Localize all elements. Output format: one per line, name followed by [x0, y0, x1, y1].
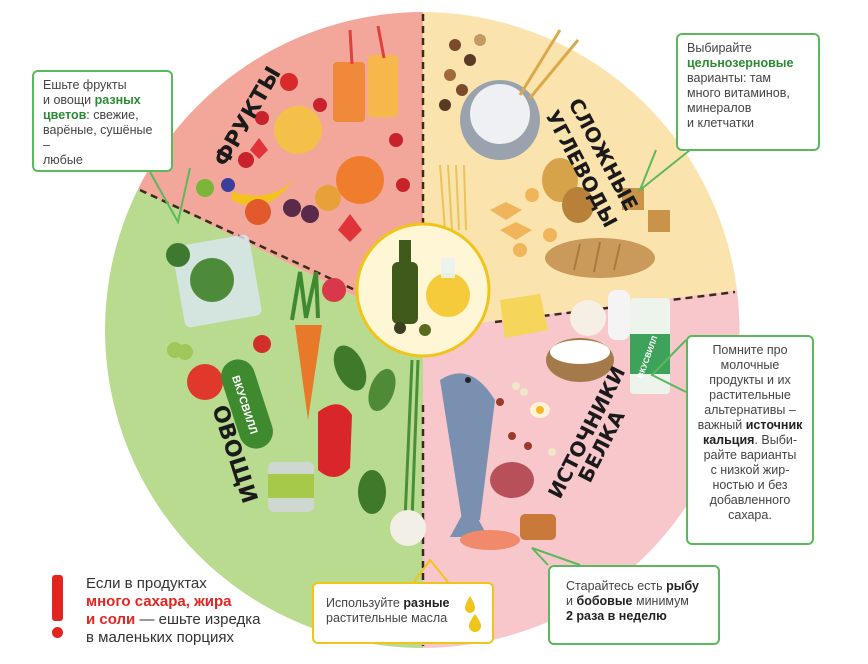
oil-callout-pointer	[413, 558, 449, 583]
dairy-callout: Помните про молочные продукты и их расти…	[686, 335, 814, 545]
callout-fish-segment-0: Старайтесь есть	[566, 579, 667, 593]
fruits-callout: Ешьте фрукты и овощи разных цветов: свеж…	[32, 70, 173, 172]
callout-pointers	[149, 149, 691, 566]
callout-carbs-segment-1: цельнозерновые	[687, 56, 794, 70]
fruits-callout-text: Ешьте фрукты и овощи разных цветов: свеж…	[43, 78, 162, 168]
callout-oil-segment-1: разные	[403, 596, 450, 610]
callout-fish-segment-5: 2 раза в неделю	[566, 609, 667, 623]
callout-fish-segment-3: бобовые	[576, 594, 633, 608]
alert-segment-2: — ешьте изредка в маленьких порциях	[86, 611, 261, 646]
callout-fish-segment-2: и	[566, 594, 573, 608]
callout-fruits-segment-1: разных цветов	[43, 93, 141, 122]
protein-illustration: ВКУСВИЛЛ	[440, 290, 670, 550]
callout-dairy-segment-2: . Выби- райте варианты с низкой жир- нос…	[703, 433, 798, 522]
oil-callout: Используйте разные растительные масла	[312, 582, 494, 644]
callout-carbs-segment-2: варианты: там много витаминов, минералов…	[687, 71, 790, 130]
callout-oil-segment-0: Используйте	[326, 596, 404, 610]
oil-bottle-icon	[392, 240, 470, 336]
carbs-callout: Выбирайте цельнозерновые варианты: там м…	[676, 33, 820, 151]
fish-callout: Старайтесь есть рыбу и бобовые минимум 2…	[548, 565, 720, 645]
oil-center	[355, 222, 491, 358]
callout-carbs-segment-0: Выбирайте	[687, 41, 752, 55]
callout-oil-segment-2: растительные масла	[326, 611, 448, 625]
oil-callout-text: Используйте разные растительные масла	[326, 596, 483, 626]
fruits-illustration	[196, 25, 410, 242]
vegetables-illustration: ВКУСВИЛЛ	[166, 234, 426, 546]
oil-drop-icon	[465, 596, 481, 632]
callout-fruits-segment-0: Ешьте фрукты и овощи	[43, 78, 127, 107]
alert-segment-1: много сахара, жира и соли	[86, 593, 232, 628]
callout-fruits-segment-2: : свежие, варёные, сушёные – любые	[43, 108, 153, 167]
callout-fish-segment-4: минимум	[635, 594, 689, 608]
grains-illustration	[439, 29, 670, 278]
fish-callout-text: Старайтесь есть рыбу и бобовые минимум 2…	[566, 579, 709, 624]
dairy-callout-text: Помните про молочные продукты и их расти…	[697, 343, 803, 523]
callout-fish-segment-1: рыбу	[666, 579, 699, 593]
alert-segment-0: Если в продуктах	[86, 575, 207, 592]
carbs-callout-text: Выбирайте цельнозерновые варианты: там м…	[687, 41, 809, 131]
callout-dairy-segment-1: источник кальция	[702, 418, 803, 447]
callout-dairy-segment-0: Помните про молочные продукты и их расти…	[697, 343, 796, 432]
alert-text: Если в продуктах много сахара, жира и со…	[86, 575, 260, 647]
